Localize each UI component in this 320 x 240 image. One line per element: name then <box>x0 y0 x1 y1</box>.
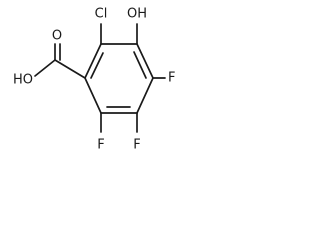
fluorine-bottom-left-label: F <box>97 138 104 153</box>
chlorine-label: Cl <box>95 7 108 22</box>
fluorine-right-label: F <box>168 71 175 86</box>
structure-diagram: Cl OH F F F O HO <box>13 7 176 153</box>
hydroxyl-label: HO <box>13 73 33 88</box>
ring-bond-bottom-left <box>84 77 102 114</box>
ring-bond-right <box>136 77 154 114</box>
ring-inner-double-top-right <box>133 51 147 79</box>
molecule-canvas: Cl OH F F F O HO <box>0 0 205 156</box>
hydroxyl-bond <box>34 59 56 77</box>
fluorine-bottom-right-label: F <box>133 138 140 153</box>
hydroxyl-top-label: OH <box>127 7 147 22</box>
ring-bond-left <box>84 43 102 79</box>
ring-bond-top-right <box>136 43 154 79</box>
carbonyl-oxygen-label: O <box>52 29 62 44</box>
carboxyl-bond <box>54 59 86 79</box>
ring-inner-double-left <box>90 52 104 79</box>
